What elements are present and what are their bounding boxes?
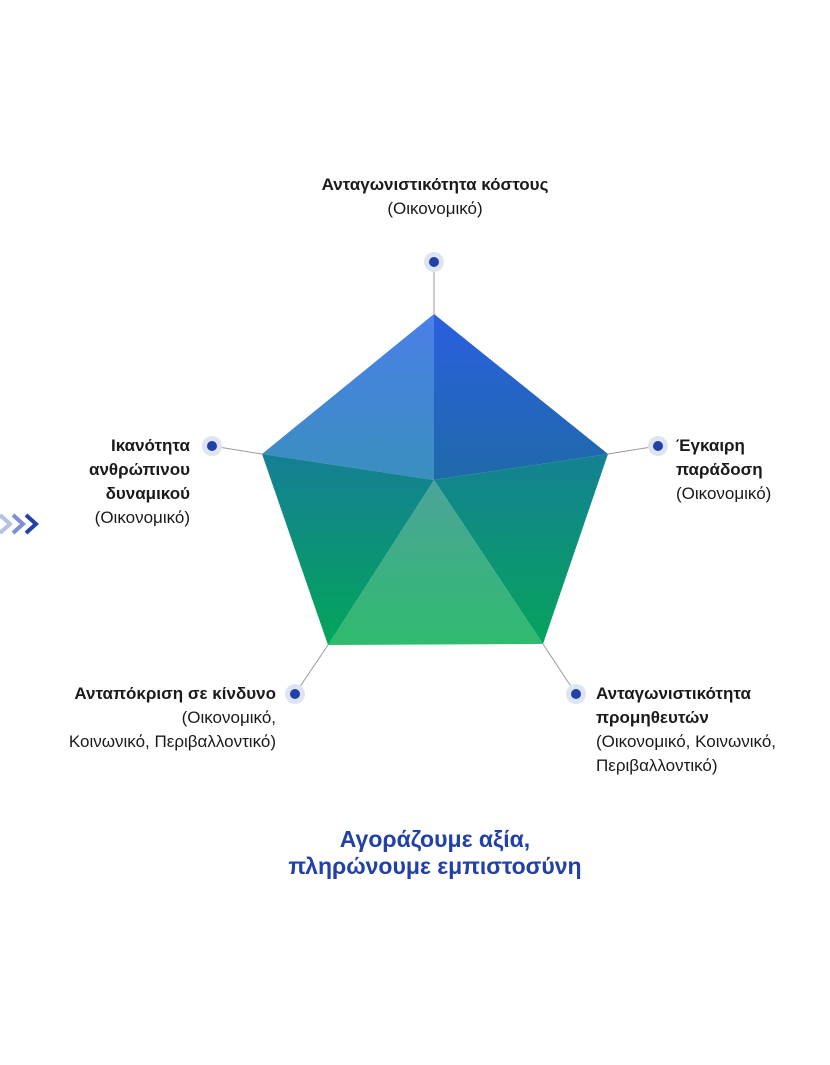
dot-top bbox=[424, 252, 444, 272]
criterion-title-line: δυναμικού bbox=[105, 484, 190, 503]
criterion-subtitle: (Οικονομικό) bbox=[387, 199, 483, 218]
criterion-title: Ανταπόκριση σε κίνδυνο bbox=[74, 684, 276, 703]
sector-right bbox=[434, 454, 608, 644]
criterion-title-line: προμηθευτών bbox=[596, 708, 709, 727]
criterion-title-line: ανθρώπινου bbox=[89, 460, 190, 479]
dot-right bbox=[648, 436, 668, 456]
criterion-subtitle-line: Περιβαλλοντικό) bbox=[596, 756, 718, 775]
criterion-human-capacity: Ικανότητα ανθρώπινου δυναμικού (Οικονομι… bbox=[30, 434, 190, 530]
criterion-supplier-competitiveness: Ανταγωνιστικότητα προμηθευτών (Οικονομικ… bbox=[596, 682, 826, 778]
criterion-subtitle-line: Κοινωνικό, Περιβαλλοντικό) bbox=[68, 732, 276, 751]
dot-bottom-left bbox=[285, 684, 305, 704]
criterion-subtitle-line: (Οικονομικό, Κοινωνικό, bbox=[596, 732, 777, 751]
tagline-line: πληρώνουμε εμπιστοσύνη bbox=[288, 853, 582, 879]
criterion-subtitle-line: (Οικονομικό, bbox=[181, 708, 276, 727]
dot-bottom-right bbox=[566, 684, 586, 704]
chevron-right-icon bbox=[11, 513, 26, 535]
criterion-risk-response: Ανταπόκριση σε κίνδυνο (Οικονομικό, Κοιν… bbox=[10, 682, 276, 754]
dot-left bbox=[202, 436, 222, 456]
criterion-title: Ανταγωνιστικότητα κόστους bbox=[321, 175, 549, 194]
criterion-title-line: Ανταγωνιστικότητα bbox=[596, 684, 751, 703]
sector-left bbox=[262, 454, 434, 645]
criterion-title-line: παράδοση bbox=[676, 460, 763, 479]
criterion-cost-competitiveness: Ανταγωνιστικότητα κόστους (Οικονομικό) bbox=[215, 173, 655, 221]
sector-top-left bbox=[262, 314, 434, 480]
chevron-right-icon bbox=[0, 513, 13, 535]
chevron-right-icon bbox=[24, 513, 39, 535]
tagline: Αγοράζουμε αξία, πληρώνουμε εμπιστοσύνη bbox=[215, 826, 655, 880]
criterion-timely-delivery: Έγκαιρη παράδοση (Οικονομικό) bbox=[676, 434, 826, 506]
tagline-line: Αγοράζουμε αξία, bbox=[339, 826, 531, 852]
criterion-title-line: Ικανότητα bbox=[111, 436, 190, 455]
criterion-subtitle: (Οικονομικό) bbox=[676, 484, 772, 503]
sector-bottom bbox=[328, 480, 543, 645]
sector-top-right bbox=[434, 314, 608, 480]
criterion-title-line: Έγκαιρη bbox=[676, 436, 745, 455]
criterion-subtitle: (Οικονομικό) bbox=[94, 508, 190, 527]
